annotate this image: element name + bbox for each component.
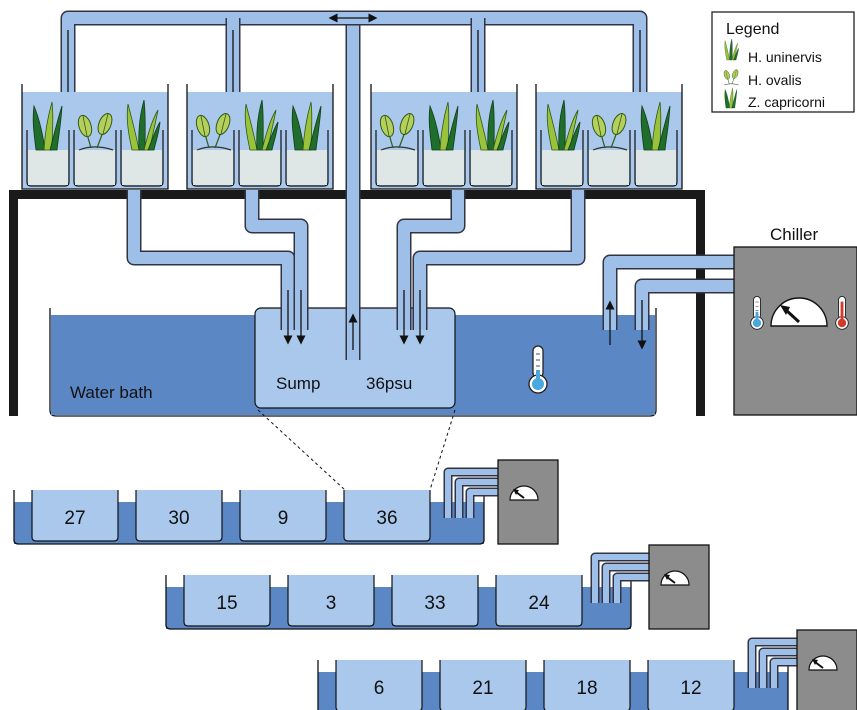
return-pipe <box>244 190 309 330</box>
water-bath-label: Water bath <box>70 383 153 402</box>
legend-item-h-ovalis: H. ovalis <box>748 72 802 88</box>
controller-box <box>497 459 559 545</box>
salinity-tank: 9 <box>239 490 327 542</box>
salinity-row: 27 30 9 36 <box>13 459 559 545</box>
plant-pot <box>634 101 678 187</box>
salinity-label: 36psu <box>366 374 412 393</box>
salinity-value: 30 <box>168 508 189 529</box>
seagrass-tank <box>186 84 334 190</box>
salinity-tank: 30 <box>135 490 223 542</box>
sump-label: Sump <box>276 374 320 393</box>
plant-pot <box>540 99 584 187</box>
gauge-icon <box>660 570 690 586</box>
gauge-icon <box>509 485 539 501</box>
gauge-icon <box>808 655 838 671</box>
controller-box <box>648 544 710 630</box>
salinity-value: 3 <box>326 593 337 614</box>
salinity-value: 6 <box>374 678 385 699</box>
salinity-value: 18 <box>576 678 597 699</box>
salinity-row: 6 21 18 12 <box>317 629 857 710</box>
thermometer-hot-icon <box>835 295 849 330</box>
salinity-tank: 15 <box>183 575 271 627</box>
salinity-value: 27 <box>64 508 85 529</box>
chiller-label: Chiller <box>770 225 819 244</box>
salinity-tank: 27 <box>31 490 119 542</box>
plant-pot <box>120 99 164 187</box>
plant-pot <box>191 110 235 187</box>
plant-pot <box>238 99 282 187</box>
plant-pot <box>375 110 419 187</box>
thermometer-cold-icon <box>528 345 548 394</box>
salinity-value: 15 <box>216 593 237 614</box>
thermometer-cold-icon <box>750 295 764 330</box>
gauge-icon <box>770 297 828 327</box>
plant-pot <box>587 110 631 187</box>
controller-box <box>796 629 857 710</box>
legend: Legend H. uninervis H. ovalis Z. caprico… <box>711 11 855 113</box>
salinity-value: 36 <box>376 508 397 529</box>
salinity-tank: 18 <box>543 660 631 710</box>
salinity-value: 24 <box>528 593 550 614</box>
seagrass-tank <box>535 84 683 190</box>
salinity-value: 33 <box>424 593 445 614</box>
plumbing <box>60 10 734 360</box>
chiller-unit: Chiller <box>733 225 857 416</box>
salinity-tank: 21 <box>439 660 527 710</box>
salinity-value: 12 <box>680 678 701 699</box>
return-pipe <box>396 190 466 330</box>
legend-item-z-capricorni: Z. capricorni <box>748 94 825 110</box>
plant-pot <box>285 101 329 187</box>
salinity-tank: 12 <box>647 660 735 710</box>
salinity-tank: 6 <box>335 660 423 710</box>
salinity-tank: 24 <box>495 575 583 627</box>
salinity-value: 9 <box>278 508 289 529</box>
seagrass-tanks <box>21 84 683 190</box>
legend-item-h-uninervis: H. uninervis <box>748 49 822 65</box>
salinity-tank: 33 <box>391 575 479 627</box>
plant-pot <box>26 101 70 187</box>
legend-title: Legend <box>726 21 779 38</box>
salinity-tank: 3 <box>287 575 375 627</box>
salinity-value: 21 <box>472 678 493 699</box>
plant-pot <box>73 110 117 187</box>
seagrass-tank <box>370 84 518 190</box>
zoom-lines <box>257 409 456 491</box>
salinity-tank: 36 <box>343 490 431 542</box>
plant-pot <box>422 101 466 187</box>
plant-pot <box>469 99 513 187</box>
seagrass-tank <box>21 84 169 190</box>
